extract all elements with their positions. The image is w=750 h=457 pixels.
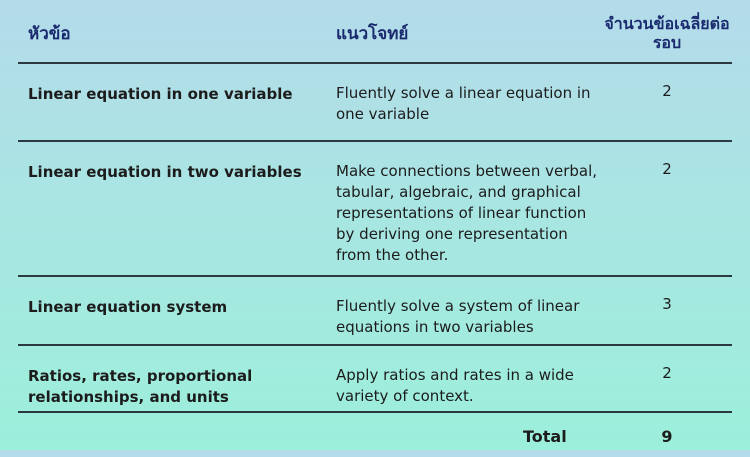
header-count: จำนวนข้อเฉลี่ยต่อรอบ (604, 14, 730, 52)
row-count: 2 (662, 364, 672, 382)
table-row: Linear equation in two variables Make co… (18, 142, 732, 277)
row-count: 2 (662, 82, 672, 100)
header-approach: แนวโจทย์ (336, 24, 409, 44)
row-count: 3 (662, 295, 672, 313)
table-header: หัวข้อ แนวโจทย์ จำนวนข้อเฉลี่ยต่อรอบ (18, 0, 732, 64)
header-topic: หัวข้อ (28, 24, 71, 44)
row-topic: Linear equation system (28, 298, 228, 316)
row-topic: Ratios, rates, proportional relationship… (28, 367, 253, 406)
total-value: 9 (661, 427, 673, 446)
exam-topics-table: หัวข้อ แนวโจทย์ จำนวนข้อเฉลี่ยต่อรอบ Lin… (18, 0, 732, 457)
row-approach: Fluently solve a linear equation in one … (336, 84, 591, 123)
total-row: Total 9 (18, 413, 732, 457)
row-count: 2 (662, 160, 672, 178)
table-row: Linear equation in one variable Fluently… (18, 64, 732, 142)
row-topic: Linear equation in one variable (28, 85, 293, 103)
table-row: Linear equation system Fluently solve a … (18, 277, 732, 346)
table-row: Ratios, rates, proportional relationship… (18, 346, 732, 413)
total-label: Total (523, 427, 567, 446)
row-approach: Make connections between verbal, tabular… (336, 162, 598, 264)
row-approach: Apply ratios and rates in a wide variety… (336, 366, 574, 405)
row-topic: Linear equation in two variables (28, 163, 302, 181)
row-approach: Fluently solve a system of linear equati… (336, 297, 580, 336)
